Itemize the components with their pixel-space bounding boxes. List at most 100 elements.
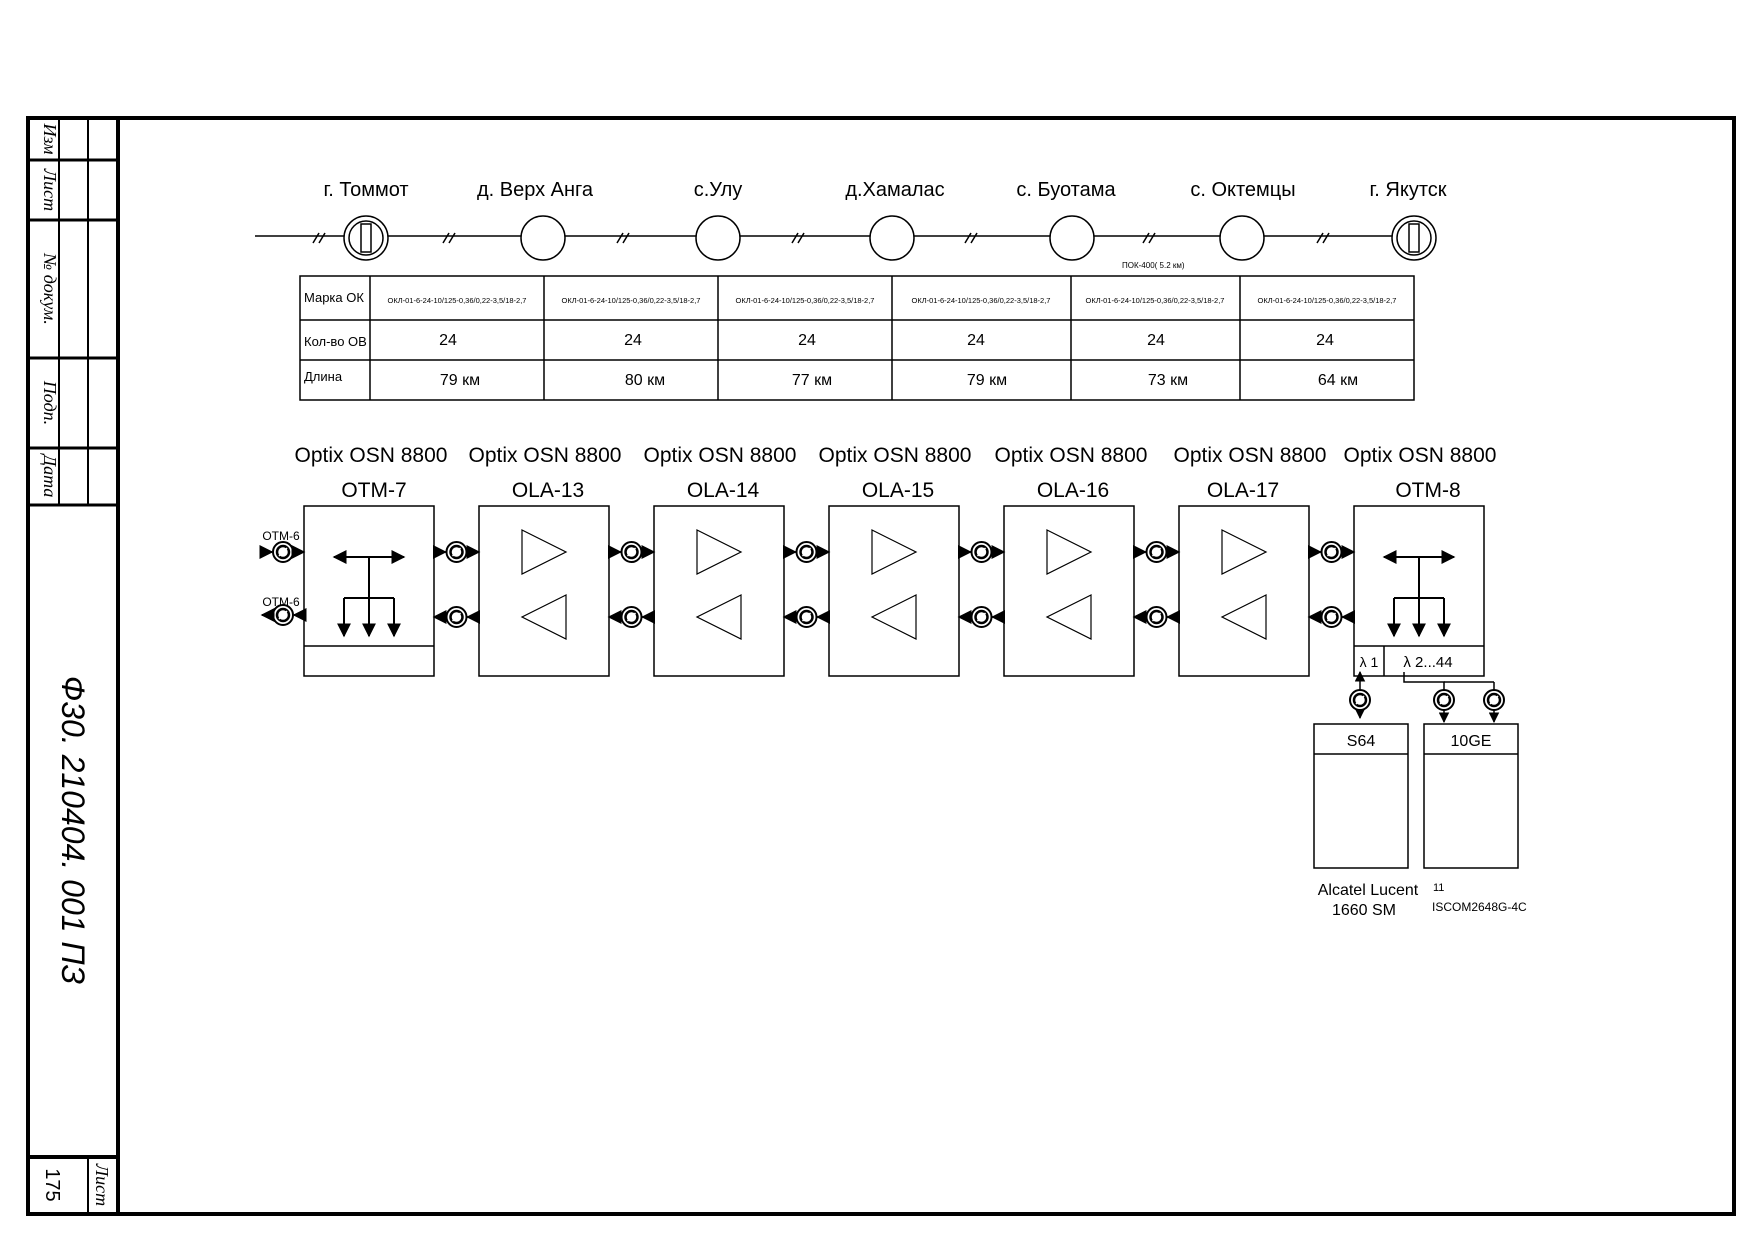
table-cell: 64 км [1318,372,1358,389]
node-name-label: OLA-16 [1037,479,1109,502]
route-node-circle [343,215,389,261]
client-s64-vendor-line1: Alcatel Lucent [1318,882,1419,899]
optical-connector-slash [1151,612,1162,622]
optical-connector-core [799,609,814,625]
optical-connector-slash [626,547,637,557]
sheet-label: Лист [92,1163,112,1206]
table-cell: 24 [798,332,816,349]
route-place-label: г. Якутск [1369,179,1446,201]
route-place-label: с. Октемцы [1190,179,1295,201]
cable-tick [1322,232,1330,244]
s64-client-box [1313,723,1409,869]
optical-connector-slash [1326,547,1337,557]
document-code: Ф30. 210404. 001 ПЗ [55,676,91,984]
optical-connector-slash [801,612,812,622]
cable-tick [312,232,320,244]
table-row-header: Марка ОК [304,290,364,305]
route-place-label: д. Верх Анга [477,179,594,201]
sheet-number: 175 [41,1168,63,1201]
node-model-label: Optix OSN 8800 [295,444,448,467]
amplifier-reverse-icon [1045,594,1092,640]
amplifier-forward-icon [521,529,568,575]
table-cell: 24 [1316,332,1334,349]
lambda-port-2-44: λ 2...44 [1403,654,1452,671]
cable-tick [448,232,456,244]
optical-connector-slash [278,547,288,557]
optical-connector-slash [451,612,462,622]
amplifier-forward-icon [1221,529,1268,575]
table-cell: 73 км [1148,372,1188,389]
optical-connector-core [624,544,639,560]
title-block: Изм Лист № докум. Подп. Дата Ф30. 210404… [40,122,112,1206]
route-place-label: с. Буотама [1016,179,1116,201]
client-10ge-vendor: ISCOM2648G-4C [1432,900,1527,914]
amplifier-forward-icon [696,529,743,575]
table-cell: 79 км [440,372,480,389]
optical-connector-slash [626,612,637,622]
amplifier-reverse-icon [870,594,917,640]
optical-connector-core [275,544,291,560]
cable-tick [791,232,799,244]
stamp-cell-signature: Подп. [40,380,60,425]
route-place-label: г. Томмот [323,179,408,201]
optical-connector-core [275,607,291,623]
amplifier-forward-icon [871,529,918,575]
lambda-port-1: λ 1 [1360,654,1379,670]
node-model-label: Optix OSN 8800 [995,444,1148,467]
optical-connector-slash [976,612,987,622]
node-name-label: OTM-7 [341,479,406,502]
amplifier-reverse-icon [695,594,742,640]
stamp-cell-list: Лист [40,168,60,211]
optical-connector-core [1324,544,1339,560]
route-node-circle [869,215,915,261]
optical-connector-core [974,544,989,560]
client-couplers [1349,689,1505,711]
table-cell: 24 [967,332,985,349]
node-box [1003,505,1135,677]
node-name-label: OLA-14 [687,479,760,502]
optical-connector-core [624,609,639,625]
stamp-cell-date: Дата [40,453,60,498]
client-s64-vendor-line2: 1660 SM [1332,902,1396,919]
table-cell: 77 км [792,372,832,389]
table-cell: ОКЛ-01-6-24-10/125-0,36/0,22-3,5/18-2,7 [912,296,1051,305]
node-model-label: Optix OSN 8800 [819,444,972,467]
cable-tick [442,232,450,244]
node-box [1178,505,1310,677]
node-box [828,505,960,677]
drawing-frame [26,116,1736,1216]
table-cell: 79 км [967,372,1007,389]
cable-tick [964,232,972,244]
table-cell: 24 [1147,332,1165,349]
cable-tick [318,232,326,244]
cable-tick [970,232,978,244]
route-node-circle [1219,215,1265,261]
table-cell: 80 км [625,372,665,389]
route-node-terminal-mark [360,223,372,253]
node-box [478,505,610,677]
node-model-label: Optix OSN 8800 [644,444,797,467]
client-10ge-label: 10GE [1451,733,1492,750]
optical-connector-core [1486,692,1502,708]
node-box [653,505,785,677]
route-node-circle [520,215,566,261]
route-node-inner-circle [348,220,384,256]
amplifier-reverse-icon [520,594,567,640]
cable-tick [797,232,805,244]
client-s64-label: S64 [1347,733,1376,750]
optical-connector-slash [1151,547,1162,557]
input-label-1: OTM-6 [262,529,300,543]
optical-connector-slash [1355,695,1365,705]
route-place-label: д.Хамалас [845,179,944,201]
input-label-2: OTM-6 [262,595,300,609]
optical-connector-core [449,609,464,625]
optical-connector-slash [976,547,987,557]
